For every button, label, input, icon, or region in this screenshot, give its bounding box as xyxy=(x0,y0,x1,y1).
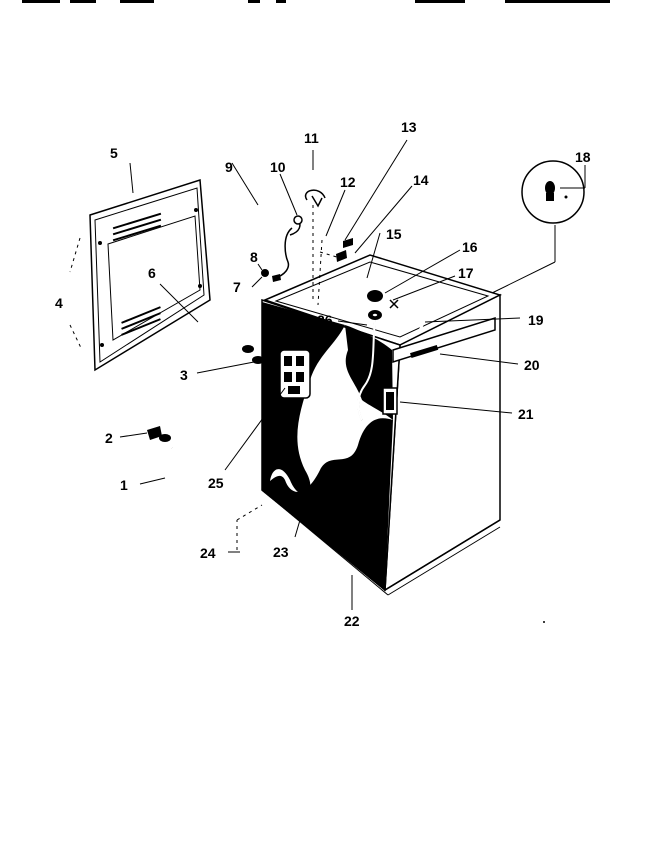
callout-25: 25 xyxy=(208,475,224,491)
callout-4: 4 xyxy=(55,295,63,311)
cabinet xyxy=(261,254,503,596)
callout-16: 16 xyxy=(462,239,478,255)
callout-21: 21 xyxy=(518,406,534,422)
callout-22: 22 xyxy=(344,613,360,629)
fitting-part xyxy=(367,290,399,320)
callout-3: 3 xyxy=(180,367,188,383)
screw-detail-part xyxy=(521,160,585,224)
callout-17: 17 xyxy=(458,265,474,281)
callout-10: 10 xyxy=(270,159,286,175)
callout-6: 6 xyxy=(148,265,156,281)
callout-20: 20 xyxy=(524,357,540,373)
leader-lines xyxy=(69,139,586,610)
callout-15: 15 xyxy=(386,226,402,242)
hose-clamp-part xyxy=(261,215,303,282)
callout-labels: 1 2 3 4 5 6 7 8 9 10 11 12 13 14 15 16 1… xyxy=(55,119,591,629)
washer-part xyxy=(147,426,162,440)
callout-8: 8 xyxy=(250,249,258,265)
callout-7: 7 xyxy=(233,279,241,295)
rear-panel-part xyxy=(89,179,211,372)
callout-18: 18 xyxy=(575,149,591,165)
bracket-part xyxy=(304,189,353,306)
callout-12: 12 xyxy=(340,174,356,190)
fill-hose-part xyxy=(159,345,264,469)
callout-11: 11 xyxy=(304,130,319,146)
water-valve-part xyxy=(279,349,311,399)
callout-5: 5 xyxy=(110,145,118,161)
callout-13: 13 xyxy=(401,119,417,135)
speck xyxy=(543,621,545,623)
switch-part xyxy=(382,387,398,415)
callout-26: 26 xyxy=(317,312,333,328)
callout-9: 9 xyxy=(225,159,233,175)
callout-24: 24 xyxy=(200,545,216,561)
header-marks xyxy=(22,0,610,3)
callout-1: 1 xyxy=(120,477,128,493)
control-panel-part xyxy=(392,316,496,364)
callout-23: 23 xyxy=(273,544,289,560)
callout-2: 2 xyxy=(105,430,113,446)
callout-19: 19 xyxy=(528,312,544,328)
callout-14: 14 xyxy=(413,172,429,188)
